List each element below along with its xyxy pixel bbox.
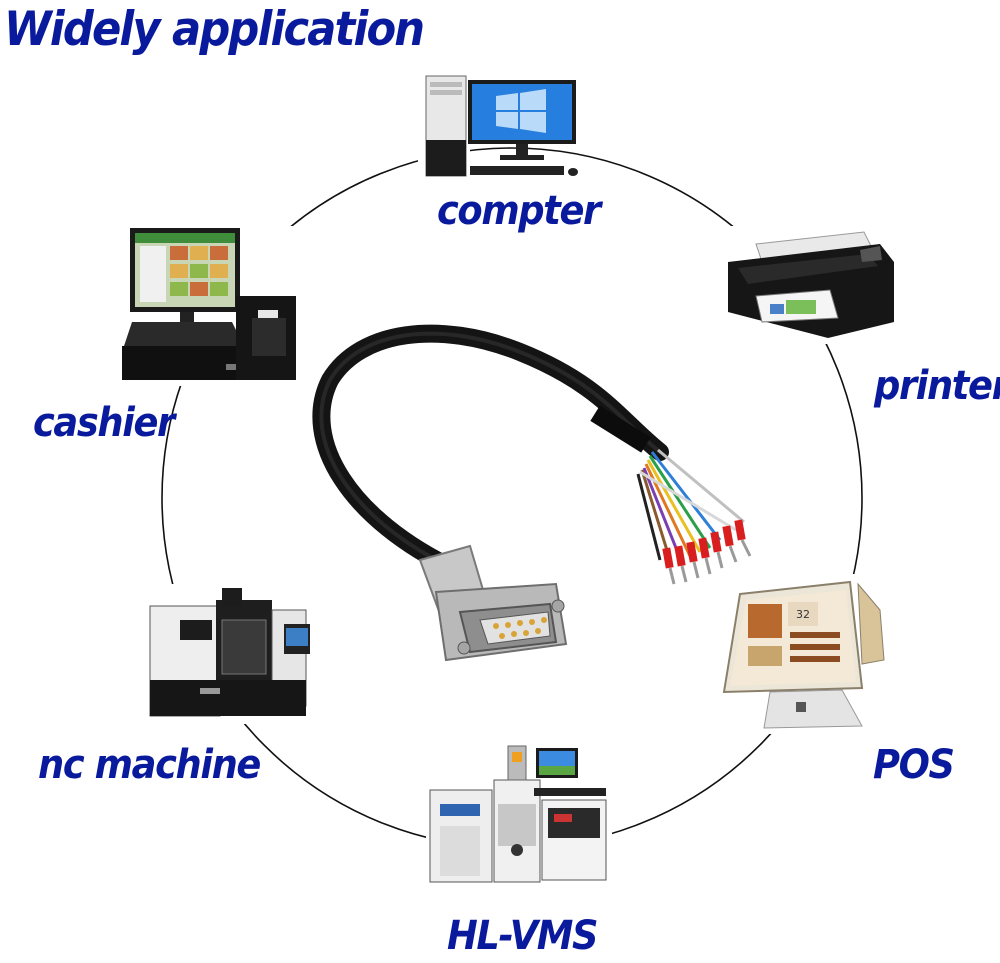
computer-icon [418,74,578,178]
label-pos: POS [873,742,955,788]
hl-vms-icon [426,742,612,884]
label-computer: compter [437,188,601,234]
label-printer: printer [874,363,1000,409]
label-hl-vms: HL-VMS [447,913,599,959]
label-nc-machine: nc machine [38,742,261,788]
label-cashier: cashier [33,400,175,446]
page-title: Widely application [4,2,425,57]
cashier-icon [120,226,304,386]
pos-terminal-icon: 32 [718,574,888,734]
nc-machine-icon [148,584,310,724]
svg-text:32: 32 [796,608,810,621]
db9-cable-icon [312,324,752,662]
printer-icon [722,226,894,344]
